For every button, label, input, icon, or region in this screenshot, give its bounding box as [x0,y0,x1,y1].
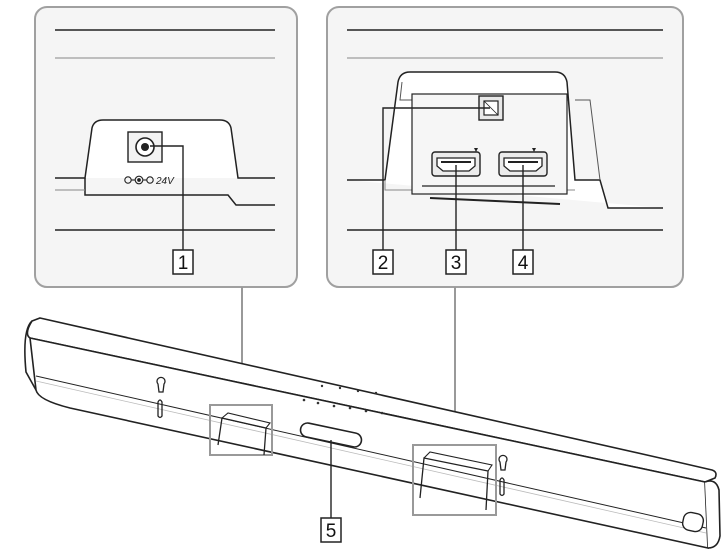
rear-connectors-location [412,444,497,516]
wall-mount-hole-icon-right [498,454,508,497]
svg-text:2: 2 [378,253,389,274]
callout-1: 1 [172,249,194,275]
svg-text:3: 3 [451,253,462,274]
dc-voltage-label: 24V [155,176,175,187]
hdmi-in-port [431,148,481,177]
dc-in-location [209,404,273,456]
svg-text:5: 5 [326,521,337,542]
svg-text:4: 4 [518,253,529,274]
callout-4: 4 [512,249,534,275]
soundbar-body: 5 [24,317,721,550]
svg-text:1: 1 [178,253,189,274]
top-buttons [302,384,384,415]
callout-2: 2 [372,249,394,275]
callout-5: 5 [320,517,342,543]
rear-port-opening [681,511,705,533]
dc-in-jack [127,131,163,163]
wall-mount-hole-icon [156,376,166,419]
callout-3: 3 [445,249,467,275]
front-display [299,422,363,448]
left-detail-panel: 24V 1 [34,6,298,288]
leader-line-2 [382,107,490,250]
optical-port-icon [478,95,504,121]
dc-in-housing [55,119,275,206]
right-detail-panel: 2 3 4 [326,6,684,288]
leader-line-1 [150,145,184,250]
dc-polarity-icon [124,175,154,185]
